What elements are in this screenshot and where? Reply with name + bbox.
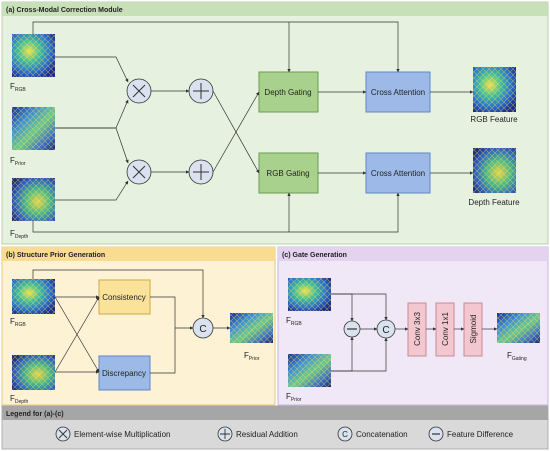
discrepancy-label: Discrepancy [102, 369, 146, 378]
cross-attention-top-label: Cross Attention [371, 88, 425, 97]
legend-concat-icon: C [337, 426, 353, 442]
legend-add-label: Residual Addition [236, 430, 298, 439]
difference-operator-c [343, 320, 361, 338]
rgb-gating-label: RGB Gating [266, 169, 309, 178]
depth-gating-box [258, 71, 319, 113]
multiply-operator-bottom [126, 159, 152, 185]
add-operator-top [188, 78, 214, 104]
panel-c-header [278, 247, 548, 261]
legend-difference-icon [428, 426, 444, 442]
feature-map-depth-a [12, 178, 55, 221]
label-f-rgb-a: FRGB [10, 82, 26, 93]
panel-a-title: (a) Cross-Modal Correction Module [6, 7, 123, 14]
svg-text:C: C [382, 325, 389, 336]
panel-b-header [2, 247, 275, 261]
svg-text:C: C [199, 324, 206, 335]
panel-a-background [1, 1, 549, 245]
feature-map-prior-b [230, 313, 273, 343]
feature-map-rgb-a [12, 34, 55, 77]
legend-header [2, 406, 548, 420]
depth-feature-output-map [473, 148, 516, 193]
depth-gating-label: Depth Gating [264, 88, 311, 97]
panel-structure-prior-generation: (b) Structure Prior Generation FRGB FDep… [1, 246, 276, 406]
cross-attention-bottom-label: Cross Attention [371, 169, 425, 178]
legend-difference-label: Feature Difference [447, 430, 514, 439]
label-f-prior-c: FPrior [286, 392, 302, 403]
panel-gate-generation: (c) Gate Generation FRGB FPrior C Conv 3… [277, 246, 549, 406]
concat-operator-b: C [192, 317, 214, 339]
feature-map-depth-b [12, 355, 55, 390]
panel-a-connectors [32, 21, 474, 233]
consistency-label: Consistency [102, 293, 146, 302]
depth-feature-label: Depth Feature [468, 198, 520, 207]
label-f-depth-a: FDepth [10, 229, 28, 240]
legend-concat-label: Concatenation [356, 430, 408, 439]
consistency-box [98, 279, 151, 315]
legend: Legend for (a)-(c) Element-wise Multipli… [1, 405, 549, 450]
sigmoid-label: Sigmoid [469, 315, 478, 344]
label-f-depth-b: FDepth [10, 394, 28, 405]
feature-map-gating-c [497, 313, 540, 343]
label-f-gating-c: FGating [507, 351, 527, 362]
label-f-rgb-b: FRGB [10, 317, 26, 328]
conv3x3-label: Conv 3x3 [413, 312, 422, 346]
label-f-rgb-c: FRGB [286, 316, 302, 327]
conv1x1-label: Conv 1x1 [441, 312, 450, 346]
legend-add-icon [217, 426, 233, 442]
rgb-feature-output-map [473, 67, 516, 112]
concat-operator-c: C [376, 319, 396, 339]
feature-map-prior-c [288, 354, 331, 387]
label-f-prior-b: FPrior [244, 351, 260, 362]
panel-cross-modal-correction: (a) Cross-Modal Correction Module FRGB F… [1, 1, 549, 245]
feature-map-rgb-b [12, 279, 55, 314]
svg-text:C: C [342, 430, 348, 439]
feature-map-prior-a [12, 107, 55, 150]
label-f-prior-a: FPrior [10, 156, 26, 167]
rgb-feature-label: RGB Feature [470, 115, 518, 124]
add-operator-bottom [188, 159, 214, 185]
discrepancy-box [98, 355, 151, 391]
multiply-operator-top [126, 78, 152, 104]
panel-a-header [2, 2, 548, 16]
panel-c-title: (c) Gate Generation [282, 252, 347, 259]
feature-map-rgb-c [288, 278, 331, 311]
panel-b-connectors [32, 269, 231, 374]
panel-b-title: (b) Structure Prior Generation [6, 252, 105, 259]
legend-multiply-icon [55, 426, 71, 442]
legend-multiply-label: Element-wise Multiplication [74, 430, 170, 439]
panel-c-connectors [331, 293, 498, 372]
legend-title: Legend for (a)-(c) [6, 411, 64, 418]
